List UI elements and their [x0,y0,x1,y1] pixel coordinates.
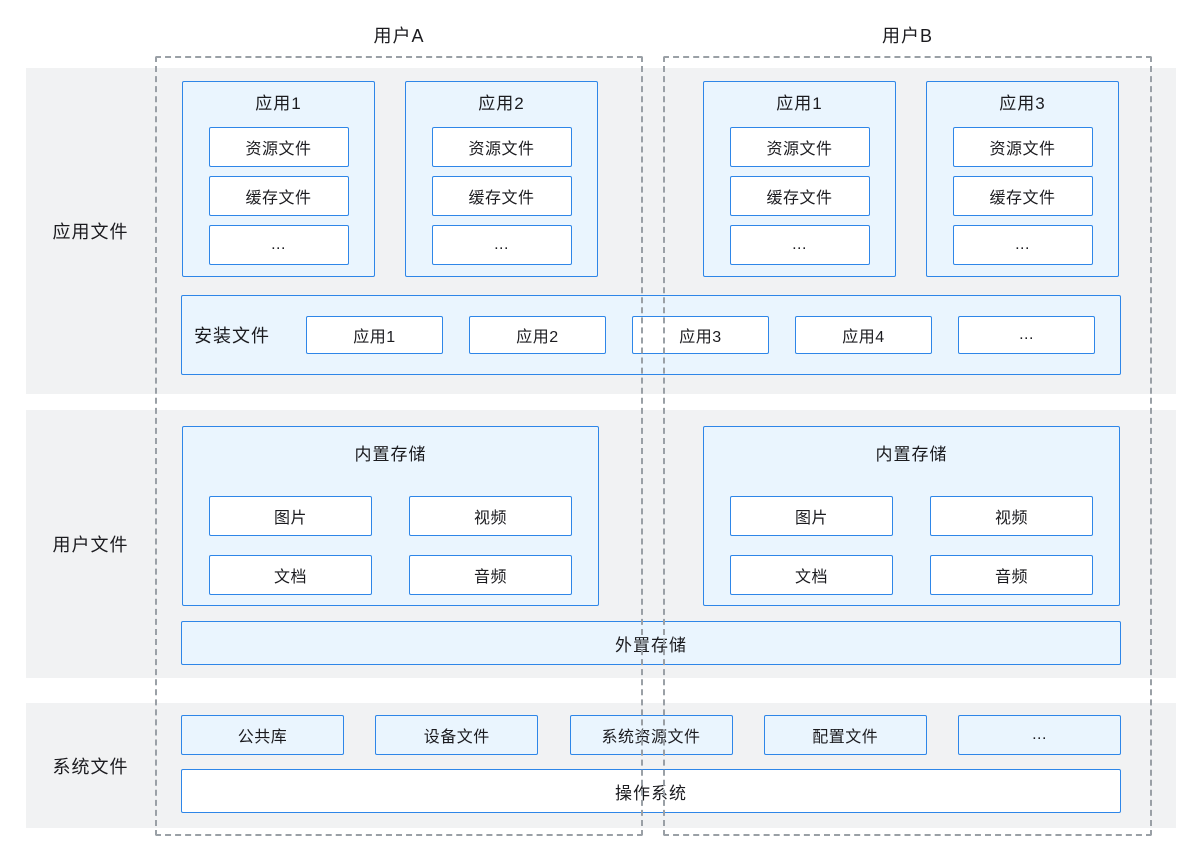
system-file-box: 配置文件 [763,715,927,755]
app-card-a2: 应用2 资源文件 缓存文件 ... [405,81,598,277]
app-file-box: 资源文件 [431,127,572,167]
media-type-box: 音频 [930,555,1093,595]
internal-storage-title: 内置存储 [354,445,427,464]
row-label-system-files: 系统文件 [52,756,129,777]
install-app-box: 应用2 [469,316,606,354]
app-file-box: 资源文件 [952,127,1093,167]
app-card-title: 应用1 [255,94,302,113]
column-title-user-b: 用户B [881,26,933,46]
install-app-box: 应用3 [632,316,769,354]
external-storage-bar: 外置存储 [181,621,1121,665]
media-type-box: 音频 [409,555,572,595]
row-label-app-files: 应用文件 [52,222,129,242]
system-file-box: 设备文件 [375,715,539,755]
media-type-box: 图片 [209,496,372,536]
install-app-box: 应用1 [306,316,443,354]
column-title-user-a: 用户A [373,26,425,46]
app-file-box: 缓存文件 [208,176,349,216]
app-file-box-ellipsis: ... [729,225,870,265]
app-card-b1: 应用1 资源文件 缓存文件 ... [703,81,896,277]
app-card-title: 应用3 [999,94,1046,113]
app-file-box-ellipsis: ... [208,225,349,265]
app-file-box: 缓存文件 [952,176,1093,216]
media-type-box: 视频 [930,496,1093,536]
system-file-box: 公共库 [181,715,344,755]
install-files-items: 应用1 应用2 应用3 应用4 ... [306,316,1095,354]
install-files-label: 安装文件 [194,326,270,346]
media-type-box: 图片 [730,496,893,536]
media-type-box: 文档 [730,555,893,595]
app-file-box-ellipsis: ... [952,225,1093,265]
install-app-box: 应用4 [795,316,932,354]
app-file-box: 缓存文件 [729,176,870,216]
system-file-box: 系统资源文件 [569,715,733,755]
operating-system-bar: 操作系统 [181,769,1121,813]
install-files-bar: 安装文件 应用1 应用2 应用3 应用4 ... [181,295,1121,375]
app-card-a1: 应用1 资源文件 缓存文件 ... [182,81,375,277]
internal-storage-card-a: 内置存储 图片 视频 文档 音频 [182,426,599,606]
app-file-box: 资源文件 [208,127,349,167]
system-file-box-ellipsis: ... [958,715,1121,755]
app-card-title: 应用2 [478,94,525,113]
media-type-grid: 图片 视频 文档 音频 [730,496,1093,595]
internal-storage-title: 内置存储 [875,445,948,464]
install-app-box-ellipsis: ... [958,316,1095,354]
media-type-grid: 图片 视频 文档 音频 [209,496,572,595]
app-card-b3: 应用3 资源文件 缓存文件 ... [926,81,1119,277]
app-card-title: 应用1 [776,94,823,113]
app-file-box: 缓存文件 [431,176,572,216]
media-type-box: 文档 [209,555,372,595]
system-files-row: 公共库 设备文件 系统资源文件 配置文件 ... [181,715,1121,755]
media-type-box: 视频 [409,496,572,536]
internal-storage-card-b: 内置存储 图片 视频 文档 音频 [703,426,1120,606]
app-file-box: 资源文件 [729,127,870,167]
app-file-box-ellipsis: ... [431,225,572,265]
row-label-user-files: 用户文件 [52,535,129,555]
